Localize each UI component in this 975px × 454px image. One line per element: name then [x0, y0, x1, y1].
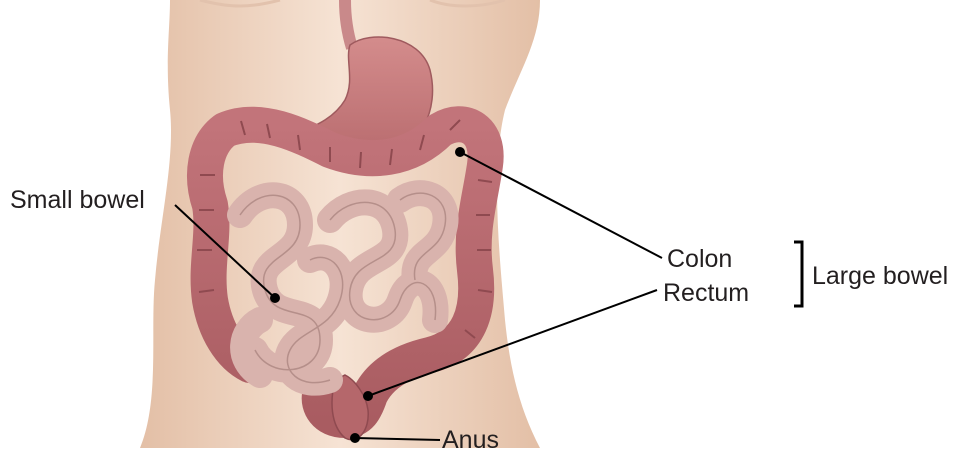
- colon-label: Colon: [667, 247, 732, 272]
- rectum-pointer-dot: [363, 391, 373, 401]
- esophagus: [345, 0, 352, 48]
- colon-pointer-dot: [455, 147, 465, 157]
- small-bowel-pointer-dot: [270, 293, 280, 303]
- rectum-label: Rectum: [663, 281, 749, 306]
- large-bowel-bracket: [794, 242, 802, 306]
- small-bowel-label: Small bowel: [10, 188, 145, 213]
- anus-pointer-dot: [350, 433, 360, 443]
- large-bowel-label: Large bowel: [812, 264, 948, 289]
- anus-label: Anus: [442, 428, 499, 453]
